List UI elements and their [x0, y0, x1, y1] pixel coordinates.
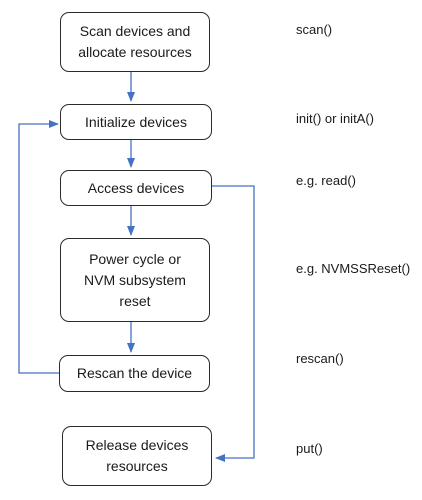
step-access-devices: Access devices: [60, 170, 212, 206]
arrow-rescan-loop-to-init: [18, 120, 59, 374]
func-label-scan: scan(): [296, 22, 333, 37]
step-release-resources: Release devices resources: [62, 426, 212, 486]
step-rescan-device: Rescan the device: [59, 355, 210, 392]
step-initialize-devices-text: Initialize devices: [85, 113, 187, 130]
func-label-power-cycle: e.g. NVMSSReset(): [296, 261, 411, 276]
step-power-cycle-reset: Power cycle or NVM subsystem reset: [60, 238, 210, 322]
step-scan-devices: Scan devices and allocate resources: [60, 12, 210, 72]
func-label-release: put(): [296, 441, 323, 456]
func-label-init: init() or initA(): [296, 111, 375, 126]
step-power-cycle-reset-text: Power cycle or NVM subsystem reset: [84, 250, 186, 309]
arrow-access-to-release: [212, 185, 255, 462]
step-rescan-device-text: Rescan the device: [76, 365, 193, 381]
step-scan-devices-text: Scan devices and allocate resources: [78, 23, 192, 60]
func-label-access: e.g. read(): [296, 173, 356, 188]
step-initialize-devices: Initialize devices: [60, 104, 212, 140]
step-access-devices-text: Access devices: [87, 179, 185, 196]
func-label-rescan: rescan(): [296, 351, 344, 366]
step-release-resources-text: Release devices resources: [85, 437, 189, 474]
